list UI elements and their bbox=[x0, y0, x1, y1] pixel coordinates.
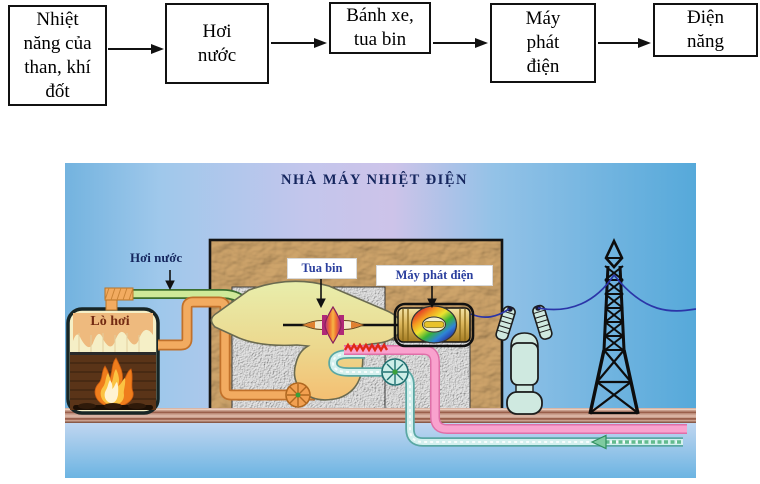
power-plant-scene-svg bbox=[65, 163, 697, 478]
generator-label: Máy phát điện bbox=[377, 266, 492, 285]
ground-strip bbox=[65, 408, 696, 423]
flow-box-steam: Hơi nước bbox=[165, 3, 269, 84]
flow-arrow-1 bbox=[108, 43, 164, 54]
flow-box-heat-energy: Nhiệt năng của than, khí đốt bbox=[8, 5, 107, 106]
boiler bbox=[66, 307, 160, 415]
steam-pipe-label: Hơi nước bbox=[130, 250, 183, 265]
flow-box-generator: Máy phát điện bbox=[490, 3, 596, 83]
flow-box-electricity: Điện năng bbox=[653, 3, 758, 57]
flow-arrow-2 bbox=[271, 37, 327, 48]
flow-box-label: Điện năng bbox=[687, 7, 724, 52]
cold-pump-wheel bbox=[381, 358, 409, 386]
generator bbox=[393, 302, 475, 348]
turbine-rotor bbox=[283, 305, 401, 345]
fire-flame bbox=[94, 357, 134, 408]
flow-box-label: Nhiệt năng của than, khí đốt bbox=[23, 8, 92, 102]
hot-water-pipe bbox=[158, 296, 315, 401]
warm-water-pipe bbox=[343, 342, 687, 434]
power-plant-illustration bbox=[65, 163, 697, 478]
plant-title: NHÀ MÁY NHIỆT ĐIỆN bbox=[281, 172, 468, 188]
boiler-label: Lò hơi bbox=[90, 314, 130, 329]
generator-coil bbox=[412, 306, 456, 343]
flow-arrow-3 bbox=[433, 37, 488, 48]
heating-coil bbox=[343, 342, 389, 353]
hot-pump-wheel bbox=[285, 382, 311, 408]
water-flow-arrow bbox=[590, 434, 681, 450]
transformer bbox=[495, 304, 553, 415]
flow-box-label: Bánh xe, tua bin bbox=[346, 5, 414, 50]
flow-arrow-4 bbox=[598, 37, 651, 48]
label-arrows bbox=[165, 270, 437, 309]
boiler-water bbox=[73, 313, 153, 348]
flow-box-label: Máy phát điện bbox=[525, 8, 561, 77]
turbine-label: Tua bin bbox=[288, 259, 356, 278]
power-lines bbox=[470, 274, 697, 319]
flow-box-label: Hơi nước bbox=[197, 20, 237, 66]
flow-box-turbine: Bánh xe, tua bin bbox=[329, 2, 431, 54]
